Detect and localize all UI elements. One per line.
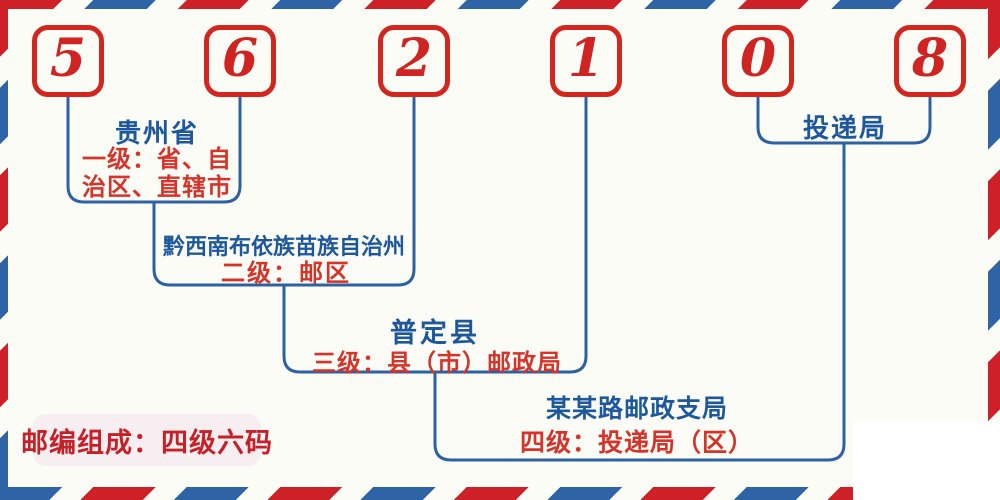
postcode-composition-badge: 邮编组成：四级六码 (21, 414, 272, 466)
bracket-delivery (756, 97, 932, 145)
digit-box-6: 8 (894, 25, 966, 97)
level2-description-label: 二级：邮区 (221, 260, 351, 287)
digit-box-5: 0 (722, 25, 794, 97)
level1-description-line2: 治区、直辖市 (82, 174, 232, 201)
prefecture-name-label: 黔西南布依族苗族自治州 (162, 234, 406, 259)
digit-1: 5 (49, 28, 87, 89)
level3-description-label: 三级：县（市）邮政局 (312, 350, 562, 377)
postcode-composition-text: 邮编组成：四级六码 (21, 427, 273, 458)
airmail-border-bottom (0, 487, 1000, 500)
airmail-border-top (0, 0, 1000, 9)
branch-office-name-label: 某某路邮政支局 (545, 395, 729, 423)
digit-5: 0 (739, 28, 777, 89)
airmail-border-left (0, 0, 8, 500)
province-name-label: 贵州省 (114, 118, 200, 148)
digit-6: 8 (911, 28, 949, 89)
digit-box-2: 6 (204, 25, 276, 97)
level1-description-label: 一级：省、自 治区、直辖市 (82, 146, 232, 202)
bracket-level4 (433, 143, 846, 462)
level4-description-label: 四级：投递局（区） (519, 429, 755, 457)
airmail-border-right (988, 0, 1000, 500)
bottom-right-white-patch (853, 421, 1000, 500)
digit-2: 6 (221, 28, 259, 89)
digit-box-4: 1 (550, 25, 622, 97)
county-name-label: 普定县 (390, 318, 480, 348)
digit-3: 2 (395, 28, 433, 89)
digit-box-3: 2 (378, 25, 450, 97)
delivery-office-label: 投递局 (802, 113, 888, 143)
level1-description-line1: 一级：省、自 (82, 146, 232, 173)
digit-4: 1 (567, 28, 605, 89)
digit-box-1: 5 (32, 25, 104, 97)
